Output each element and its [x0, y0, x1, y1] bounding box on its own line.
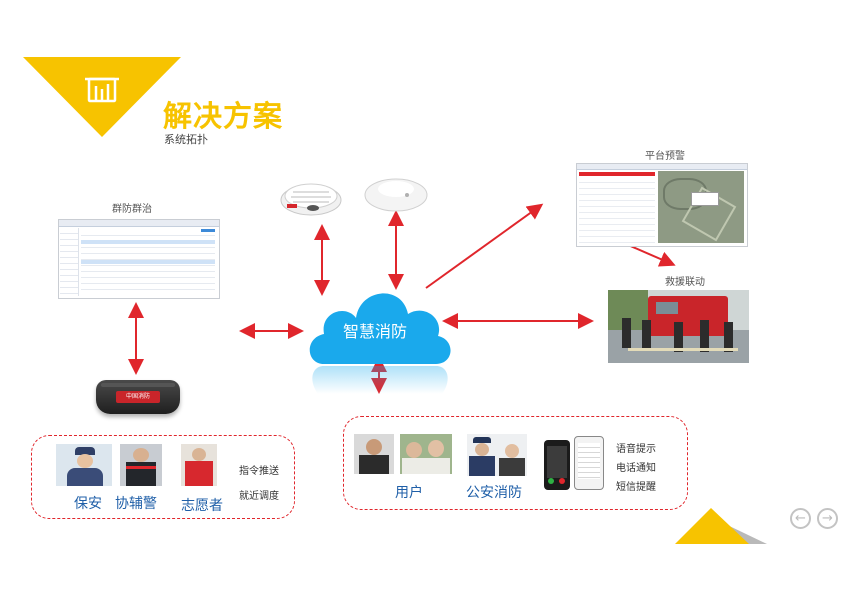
security-guard-photo — [56, 444, 112, 486]
device-brand-text: 中国消防 — [125, 393, 150, 400]
platform-alert-screenshot — [576, 163, 748, 247]
prev-slide-button[interactable]: ← — [790, 508, 811, 529]
cloud-icon — [309, 293, 451, 394]
police-firefighter-photo — [467, 434, 527, 476]
action-dispatch: 就近调度 — [239, 491, 279, 502]
label-police-fire: 公安消防 — [466, 485, 522, 501]
right-notify-panel — [343, 416, 688, 510]
label-platform-alert: 平台预警 — [645, 151, 685, 162]
header-triangle — [23, 57, 181, 137]
cloud-label: 智慧消防 — [343, 322, 408, 341]
action-push: 指令推送 — [239, 466, 279, 477]
action-sms: 短信提醒 — [616, 482, 656, 493]
arrow-cloud-platform — [425, 203, 544, 289]
gas-detector-icon — [364, 178, 428, 212]
page-subtitle: 系统拓扑 — [164, 133, 208, 146]
next-slide-button[interactable]: → — [817, 508, 838, 529]
label-user: 用户 — [395, 485, 423, 501]
label-security: 保安 — [74, 496, 102, 512]
user-man-photo — [354, 434, 394, 474]
group-defense-screenshot — [58, 219, 220, 299]
smoke-detector-icon — [280, 183, 342, 216]
auxiliary-police-photo — [120, 444, 162, 486]
label-rescue: 救援联动 — [665, 277, 705, 288]
left-dispatch-panel — [31, 435, 295, 519]
phone-screens-icon — [542, 436, 604, 492]
label-group-defense: 群防群治 — [112, 204, 152, 215]
terminal-device: 中国消防 — [96, 380, 180, 414]
action-call: 电话通知 — [616, 463, 656, 474]
user-elder-photo — [400, 434, 452, 474]
volunteer-photo — [181, 444, 217, 486]
decor-triangles — [675, 508, 767, 544]
label-volunteer: 志愿者 — [181, 498, 223, 514]
rescue-photo — [608, 290, 749, 363]
label-auxiliary-police: 协辅警 — [115, 496, 157, 512]
page-title: 解决方案 — [163, 99, 284, 133]
chart-icon — [85, 77, 119, 103]
action-voice: 语音提示 — [616, 444, 656, 455]
